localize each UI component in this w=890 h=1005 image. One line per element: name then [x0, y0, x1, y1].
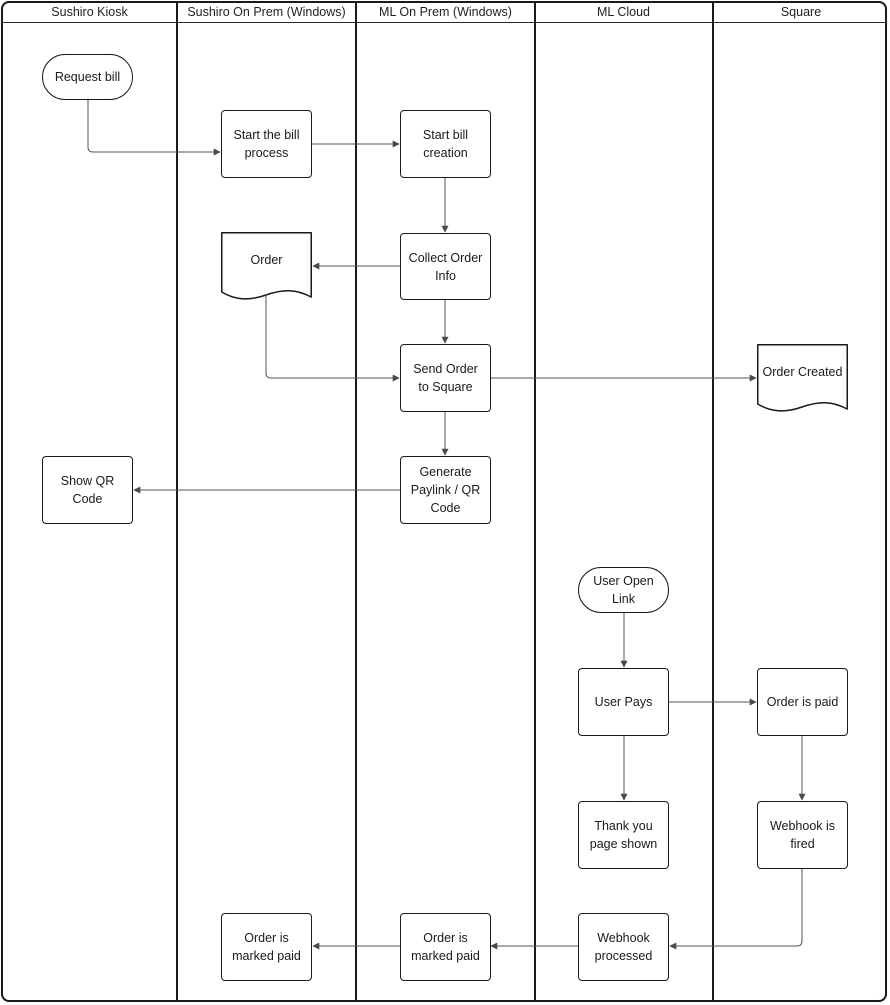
lane-header-square: Square	[780, 5, 822, 19]
header-divider	[2, 22, 887, 23]
document-shape	[757, 344, 848, 412]
lane-header-sushiro-on-prem: Sushiro On Prem (Windows)	[187, 5, 346, 19]
show-qr-code-step: Show QR Code	[42, 456, 133, 524]
user-pays-step: User Pays	[578, 668, 669, 736]
order-created-label: Order Created	[762, 365, 843, 379]
user-open-link-terminal: User Open Link	[578, 567, 669, 613]
order-created-document: Order Created	[757, 344, 848, 412]
thank-you-page-step: Thank you page shown	[578, 801, 669, 869]
collect-order-info-step: Collect Order Info	[400, 233, 491, 300]
start-bill-creation-step: Start bill creation	[400, 110, 491, 178]
edge-order-doc-to-send-order	[265, 296, 400, 382]
generate-paylink-step: Generate Paylink / QR Code	[400, 456, 491, 524]
webhook-fired-step: Webhook is fired	[757, 801, 848, 869]
webhook-processed-step: Webhook processed	[578, 913, 669, 981]
send-order-to-square-step: Send Order to Square	[400, 344, 491, 412]
lane-header-ml-on-prem: ML On Prem (Windows)	[379, 5, 512, 19]
lane-header-sushiro-kiosk: Sushiro Kiosk	[51, 5, 128, 19]
lane-divider	[355, 2, 357, 1002]
lane-divider	[176, 2, 178, 1002]
lane-divider	[712, 2, 714, 1002]
edge-request-to-start-process	[87, 100, 221, 156]
lane-header-ml-cloud: ML Cloud	[596, 5, 651, 19]
request-bill-terminal: Request bill	[42, 54, 133, 100]
edge-webhook-fired-to-processed	[669, 869, 803, 950]
document-shape	[221, 232, 312, 300]
lane-divider	[534, 2, 536, 1002]
order-document-label: Order	[250, 253, 283, 267]
order-is-paid-step: Order is paid	[757, 668, 848, 736]
order-document: Order	[221, 232, 312, 300]
sushiro-order-marked-paid-step: Order is marked paid	[221, 913, 312, 981]
start-bill-process-step: Start the bill process	[221, 110, 312, 178]
ml-order-marked-paid-step: Order is marked paid	[400, 913, 491, 981]
